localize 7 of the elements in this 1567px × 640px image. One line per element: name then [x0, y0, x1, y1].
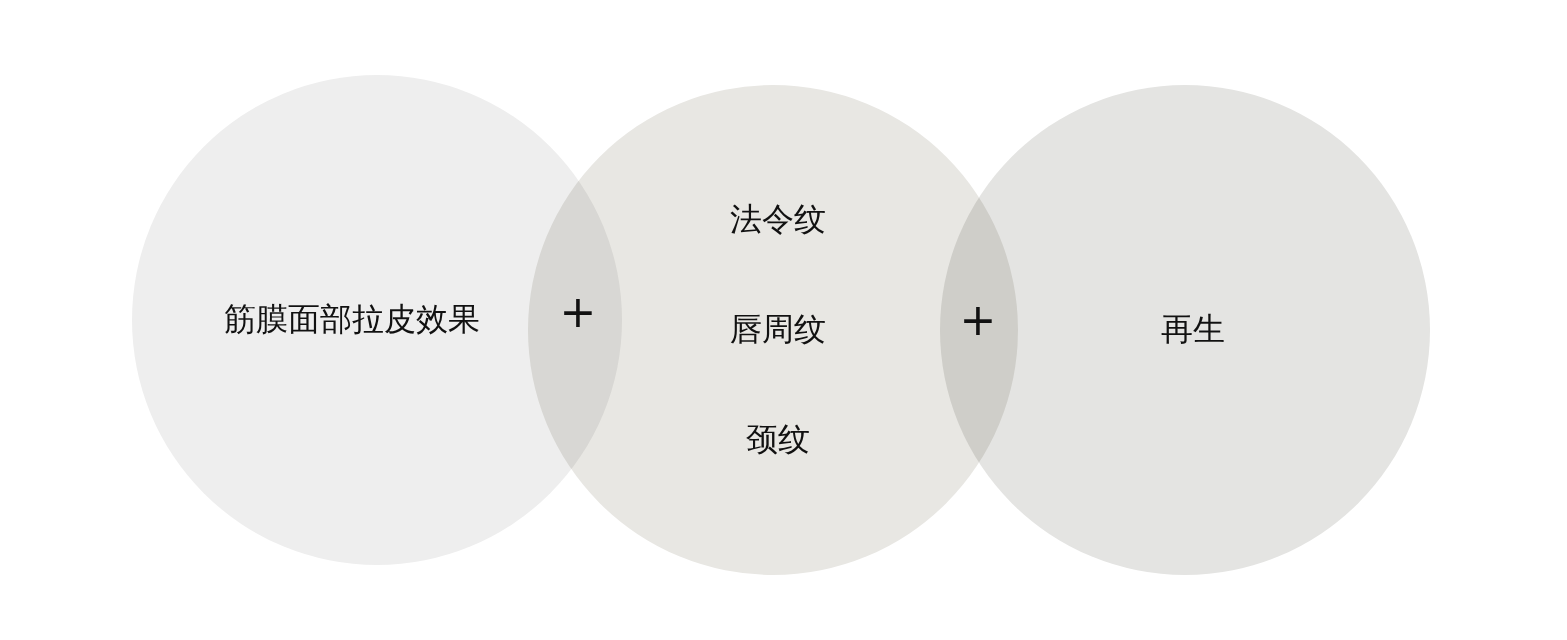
- plus-sign: +: [559, 290, 597, 334]
- circle-label: 再生: [1161, 309, 1225, 350]
- circle-label: 筋膜面部拉皮效果: [224, 299, 480, 340]
- circle-label: 颈纹: [746, 419, 810, 460]
- circle-label: 法令纹: [730, 199, 826, 240]
- plus-sign: +: [959, 298, 997, 342]
- circle-label: 唇周纹: [730, 309, 826, 350]
